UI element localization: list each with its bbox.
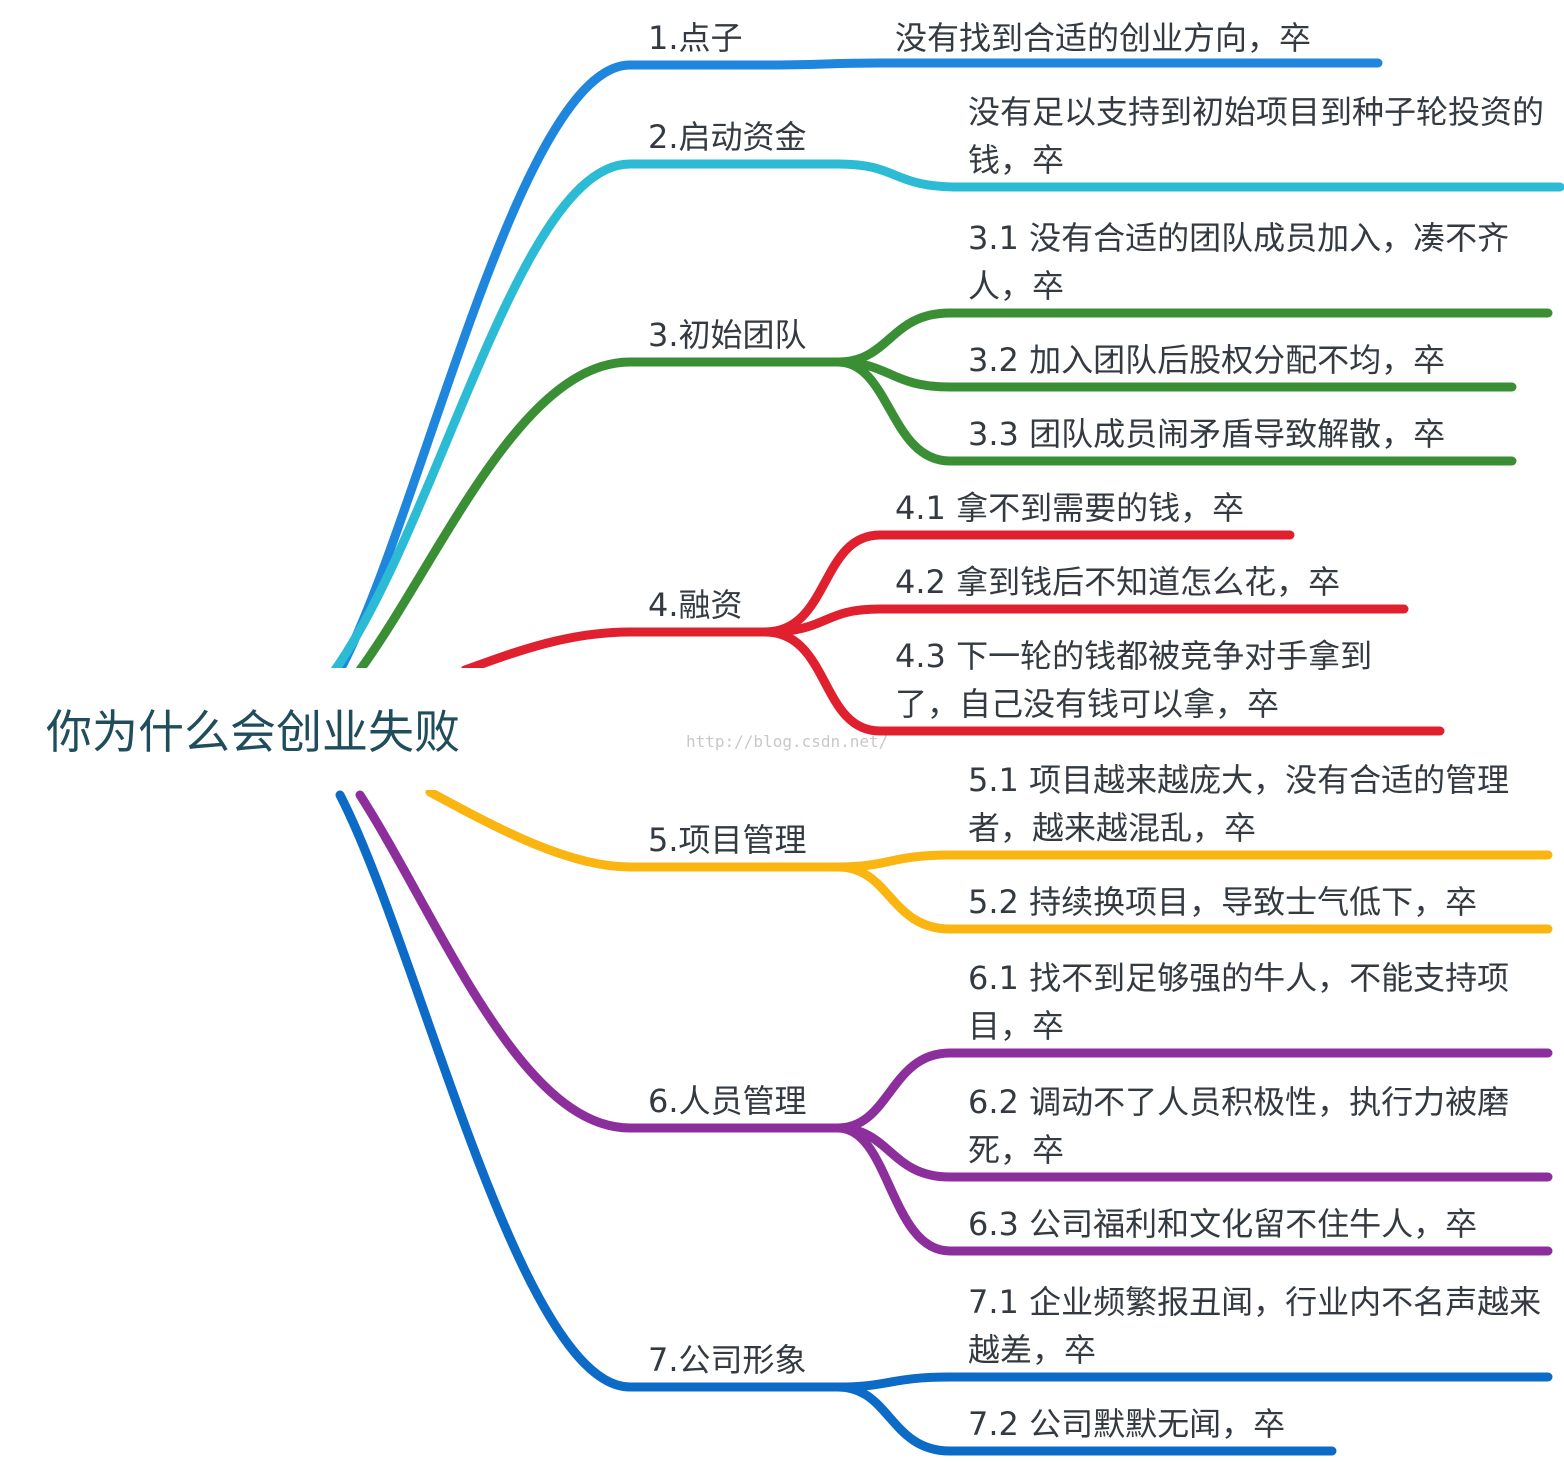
root-topic[interactable]: 你为什么会创业失败 (46, 705, 460, 759)
leaf-4-2[interactable]: 4.2 拿到钱后不知道怎么花，卒 (895, 563, 1341, 601)
leaf-connector-6-3 (833, 1123, 1553, 1256)
leaf-connector-3-3 (833, 357, 1517, 466)
root-connector-3 (355, 357, 843, 675)
leaf-connector-7-2 (833, 1382, 1337, 1456)
root-connector-7 (335, 790, 843, 1392)
branch-label-4[interactable]: 4.融资 (648, 586, 743, 624)
leaf-6-1[interactable]: 6.1 找不到足够强的牛人，不能支持项目，卒 (968, 959, 1510, 1045)
leaf-7-1[interactable]: 7.1 企业频繁报丑闻，行业内不名声越来越差，卒 (968, 1283, 1542, 1369)
leaf-connector-5-2 (833, 862, 1553, 934)
leaf-connector-7-1 (833, 1372, 1553, 1392)
leaf-1-1[interactable]: 没有找到合适的创业方向，卒 (895, 19, 1312, 57)
leaf-5-1[interactable]: 5.1 项目越来越庞大，没有合适的管理者，越来越混乱，卒 (968, 761, 1510, 847)
root-connector-1 (335, 60, 770, 675)
leaf-connector-5-1 (833, 850, 1553, 872)
leaf-5-2[interactable]: 5.2 持续换项目，导致士气低下，卒 (968, 883, 1478, 921)
leaf-6-2[interactable]: 6.2 调动不了人员积极性，执行力被磨死，卒 (968, 1083, 1510, 1169)
root-connector-6 (355, 790, 843, 1133)
root-connector-5 (425, 787, 843, 872)
leaf-4-1[interactable]: 4.1 拿不到需要的钱，卒 (895, 489, 1245, 527)
leaf-connector-1-1 (760, 58, 1383, 70)
leaf-connector-6-1 (833, 1048, 1553, 1133)
branch-label-3[interactable]: 3.初始团队 (648, 316, 807, 354)
leaf-connector-4-3 (760, 627, 1445, 736)
leaf-3-3[interactable]: 3.3 团队成员闹矛盾导致解散，卒 (968, 415, 1446, 453)
watermark: http://blog.csdn.net/ (686, 732, 889, 751)
branch-label-7[interactable]: 7.公司形象 (648, 1341, 807, 1379)
root-connector-4 (460, 627, 770, 675)
branch-label-5[interactable]: 5.项目管理 (648, 821, 807, 859)
branch-label-1[interactable]: 1.点子 (648, 19, 743, 57)
leaf-2-1[interactable]: 没有足以支持到初始项目到种子轮投资的钱，卒 (968, 93, 1545, 179)
leaf-3-2[interactable]: 3.2 加入团队后股权分配不均，卒 (968, 341, 1446, 379)
leaf-6-3[interactable]: 6.3 公司福利和文化留不住牛人，卒 (968, 1205, 1478, 1243)
branch-label-6[interactable]: 6.人员管理 (648, 1082, 807, 1120)
branch-label-2[interactable]: 2.启动资金 (648, 118, 807, 156)
root-connector-2 (330, 159, 843, 675)
leaf-connector-2-1 (833, 159, 1564, 192)
leaf-connector-4-2 (760, 604, 1409, 637)
leaf-7-2[interactable]: 7.2 公司默默无闻，卒 (968, 1405, 1286, 1443)
leaf-4-3[interactable]: 4.3 下一轮的钱都被竞争对手拿到了，自己没有钱可以拿，卒 (895, 637, 1373, 723)
leaf-3-1[interactable]: 3.1 没有合适的团队成员加入，凑不齐人，卒 (968, 219, 1510, 305)
